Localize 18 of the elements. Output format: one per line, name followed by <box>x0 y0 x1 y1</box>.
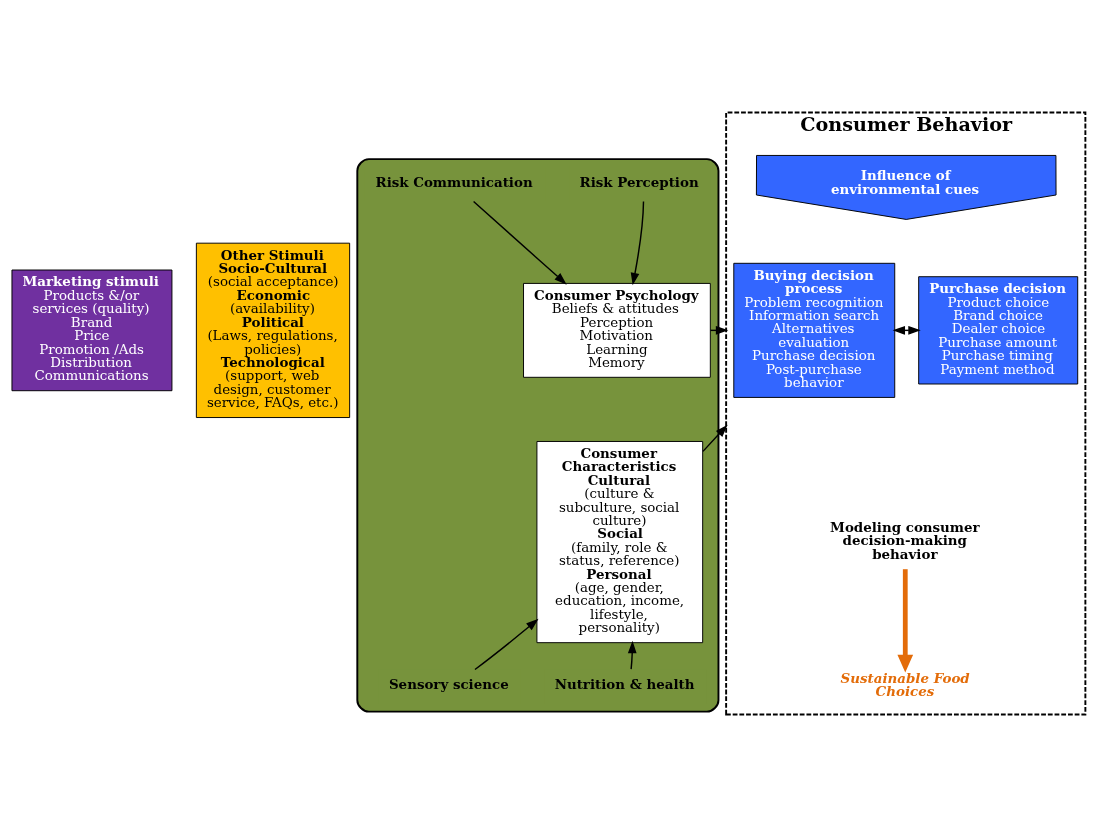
node-box: Other Stimuli Socio-Cultural (social acceptance) Economic (availability) Political (Laws, regulations, policies) Technological (support, web design, customer service, FAQs, etc.) <box>195 242 351 418</box>
arrow <box>472 200 567 285</box>
node-text: Sustainable Food Choices <box>840 670 970 700</box>
node-text: Nutrition & health <box>554 676 695 693</box>
arrow <box>702 424 728 453</box>
arrow <box>630 200 645 286</box>
arrow <box>897 569 914 673</box>
node-text: Modeling consumer decision-making behavior <box>830 518 980 562</box>
node-box: Buying decision process Problem recognition Information search Alternatives evaluation Purchase decision Post-purchase behavior <box>733 262 896 398</box>
arrow <box>474 618 539 671</box>
node-text: Risk Communication <box>375 173 533 190</box>
node-box: Marketing stimuli Products &/or services (quality) Brand Price Promotion /Ads Distribution Communications <box>11 269 173 392</box>
node-box: Consumer Characteristics Cultural (culture & subculture, social culture) Social (family, role & status, reference) Personal (age, gender, education, income, lifestyle, personality) <box>536 441 704 644</box>
arrow <box>627 640 637 670</box>
node-box: Purchase decision Product choice Brand choice Dealer choice Purchase amount Purchase timing Payment method <box>918 276 1079 385</box>
node-text: Risk Perception <box>579 173 699 190</box>
node-text: Sensory science <box>388 676 509 693</box>
node-box: Consumer Psychology Beliefs & attitudes Perception Motivation Learning Memory <box>523 282 711 378</box>
